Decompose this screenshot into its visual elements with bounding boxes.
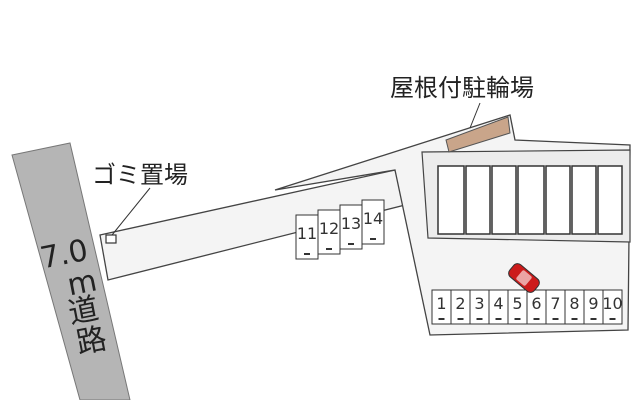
parking-spot-number: 2 <box>455 294 465 313</box>
parking-spot-number: 4 <box>493 294 503 313</box>
garbage-area-label: ゴミ置場 <box>92 161 188 189</box>
parking-spot-number: 6 <box>531 294 541 313</box>
parking-spot-number: 14 <box>363 209 383 228</box>
parking-spot-number: 12 <box>319 219 339 238</box>
bike-shelter <box>445 116 511 153</box>
apartment-units <box>437 165 623 235</box>
shelter-leader-line <box>469 102 481 129</box>
parking-spot-number: 11 <box>297 224 317 243</box>
road-char2-label: 路 <box>73 321 110 362</box>
parking-spot-number: 13 <box>341 214 361 233</box>
road <box>11 142 131 400</box>
car-icon <box>508 263 540 293</box>
garbage-area-marker <box>105 234 117 244</box>
parking-spot-number: 3 <box>474 294 484 313</box>
garbage-leader-line <box>111 187 151 236</box>
parking-spot-number: 1 <box>436 294 446 313</box>
parking-spot-number: 7 <box>550 294 560 313</box>
parking-spot-10 <box>602 289 623 325</box>
parking-spot-number: 5 <box>512 294 522 313</box>
parking-spot-number: 10 <box>602 294 622 313</box>
bike-shelter-label: 屋根付駐輪場 <box>390 74 534 102</box>
parking-spot-14 <box>361 199 385 245</box>
road-char2: 路 <box>73 321 110 362</box>
parking-spot-number: 8 <box>569 294 579 313</box>
parking-spot-number: 9 <box>588 294 598 313</box>
